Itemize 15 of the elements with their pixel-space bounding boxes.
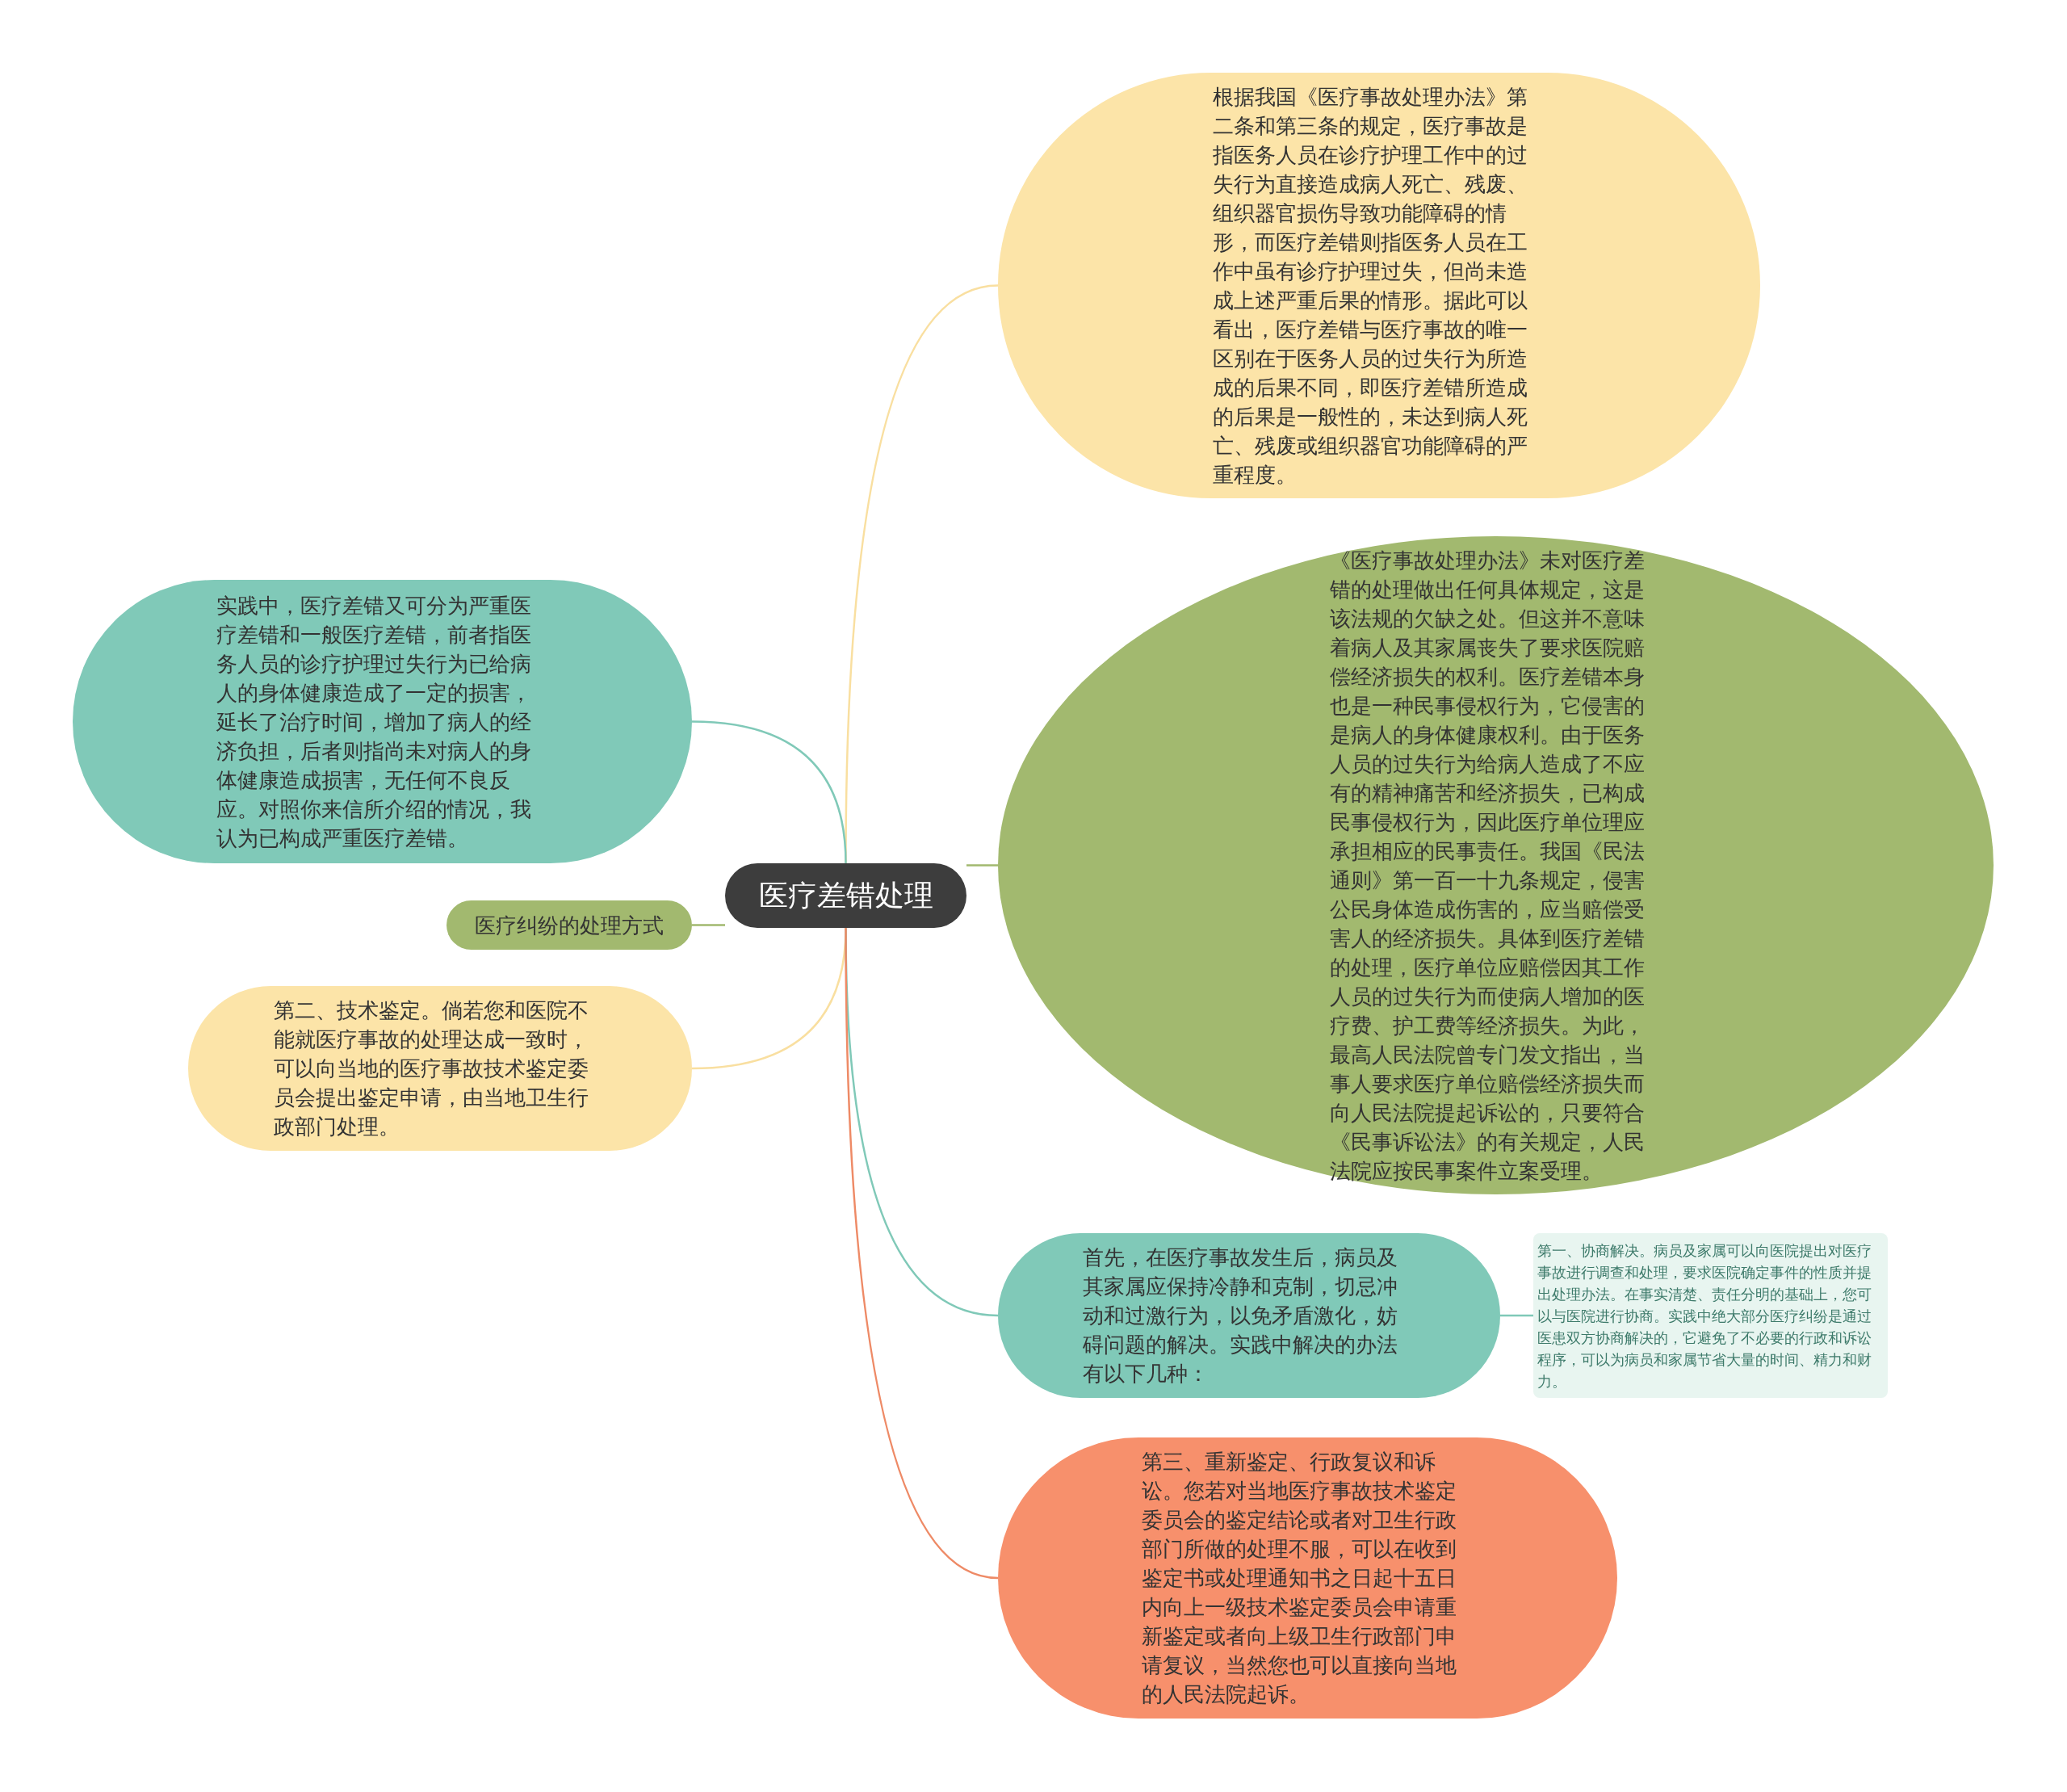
- topic-text: 第三、重新鉴定、行政复议和诉讼。您若对当地医疗事故技术鉴定委员会的鉴定结论或者对卫生行政部门所做的处理不服，可以在收到鉴定书或处理通知书之日起十五日内向上一级技术鉴定委员会申请重新鉴定或者向上级卫生行政部门申请复议，当然您也可以直接向当地的人民法院起诉。: [1141, 1449, 1457, 1708]
- topic-pill: [447, 900, 692, 950]
- connector-line: [691, 720, 847, 864]
- connector-line: [845, 928, 999, 1580]
- topic-text: 医疗纠纷的处理方式: [475, 912, 664, 939]
- topic-text: 第二、技术鉴定。倘若您和医院不能就医疗事故的处理达成一致时，可以向当地的医疗事故技术鉴定委员会提出鉴定申请，由当地卫生行政部门处理。: [274, 997, 589, 1140]
- topic-text: 《医疗事故处理办法》未对医疗差错的处理做出任何具体规定，这是该法规的欠缺之处。但这并不意味着病人及其家属丧失了要求医院赔偿经济损失的权利。医疗差错本身也是一种民事侵权行为，它侵害的是病人的身体健康权利。由于医务人员的过失行为给病人造成了不应有的精神痛苦和经济损失，已构成民事侵权行为，因此医疗单位理应承担相应的民事责任。我国《民法通则》第一百一十九条规定，侵害公民身体造成伤害的，应当赔偿受害人的经济损失。具体到医疗差错的处理，医疗单位应赔偿因其工作人员的过失行为而使病人增加的医疗费、护工费等经济损失。为此，最高人民法院曾专门发文指出，当事人要求医疗单位赔偿经济损失而向人民法院提起诉讼的，只要符合《民事诉讼法》的有关规定，人民法院应按民事案件立案受理。: [1329, 547, 1646, 1185]
- topic-text: 根据我国《医疗事故处理办法》第二条和第三条的规定，医疗事故是指医务人员在诊疗护理工作中的过失行为直接造成病人死亡、残废、组织器官损伤导致功能障碍的情形，而医疗差错则指医务人员在工作中虽有诊疗护理过失，但尚未造成上述严重后果的情形。据此可以看出，医疗差错与医疗事故的唯一区别在于医务人员的过失行为所造成的后果不同，即医疗差错所造成的后果是一般性的，未达到病人死亡、残废或组织器官功能障碍的严重程度。: [1213, 83, 1528, 489]
- topic-text: 首先，在医疗事故发生后，病员及其家属应保持冷静和克制，切忌冲动和过激行为，以免矛盾激化，妨碍问题的解决。实践中解决的办法有以下几种：: [1083, 1244, 1398, 1387]
- topic-text: 医疗差错处理: [758, 878, 933, 913]
- connector-line: [692, 924, 725, 926]
- connector-line: [966, 864, 998, 867]
- connector-line: [1500, 1314, 1533, 1317]
- topic-text: 第一、协商解决。病员及家属可以向医院提出对医疗事故进行调查和处理，要求医院确定事件的性质并提出处理办法。在事实清楚、责任分明的基础上，您可以与医院进行协商。实践中绝大部分医疗纠纷是通过医患双方协商解决的，它避免了不必要的行政和诉讼程序，可以为病员和家属节省大量的时间、精力和财力。: [1537, 1240, 1872, 1391]
- topic-text: 实践中，医疗差错又可分为严重医疗差错和一般医疗差错，前者指医务人员的诊疗护理过失行为已给病人的身体健康造成了一定的损害，延长了治疗时间，增加了病人的经济负担，后者则指尚未对病人的身体健康造成损害，无任何不良反应。对照你来信所介绍的情况，我认为已构成严重医疗差错。: [216, 592, 532, 852]
